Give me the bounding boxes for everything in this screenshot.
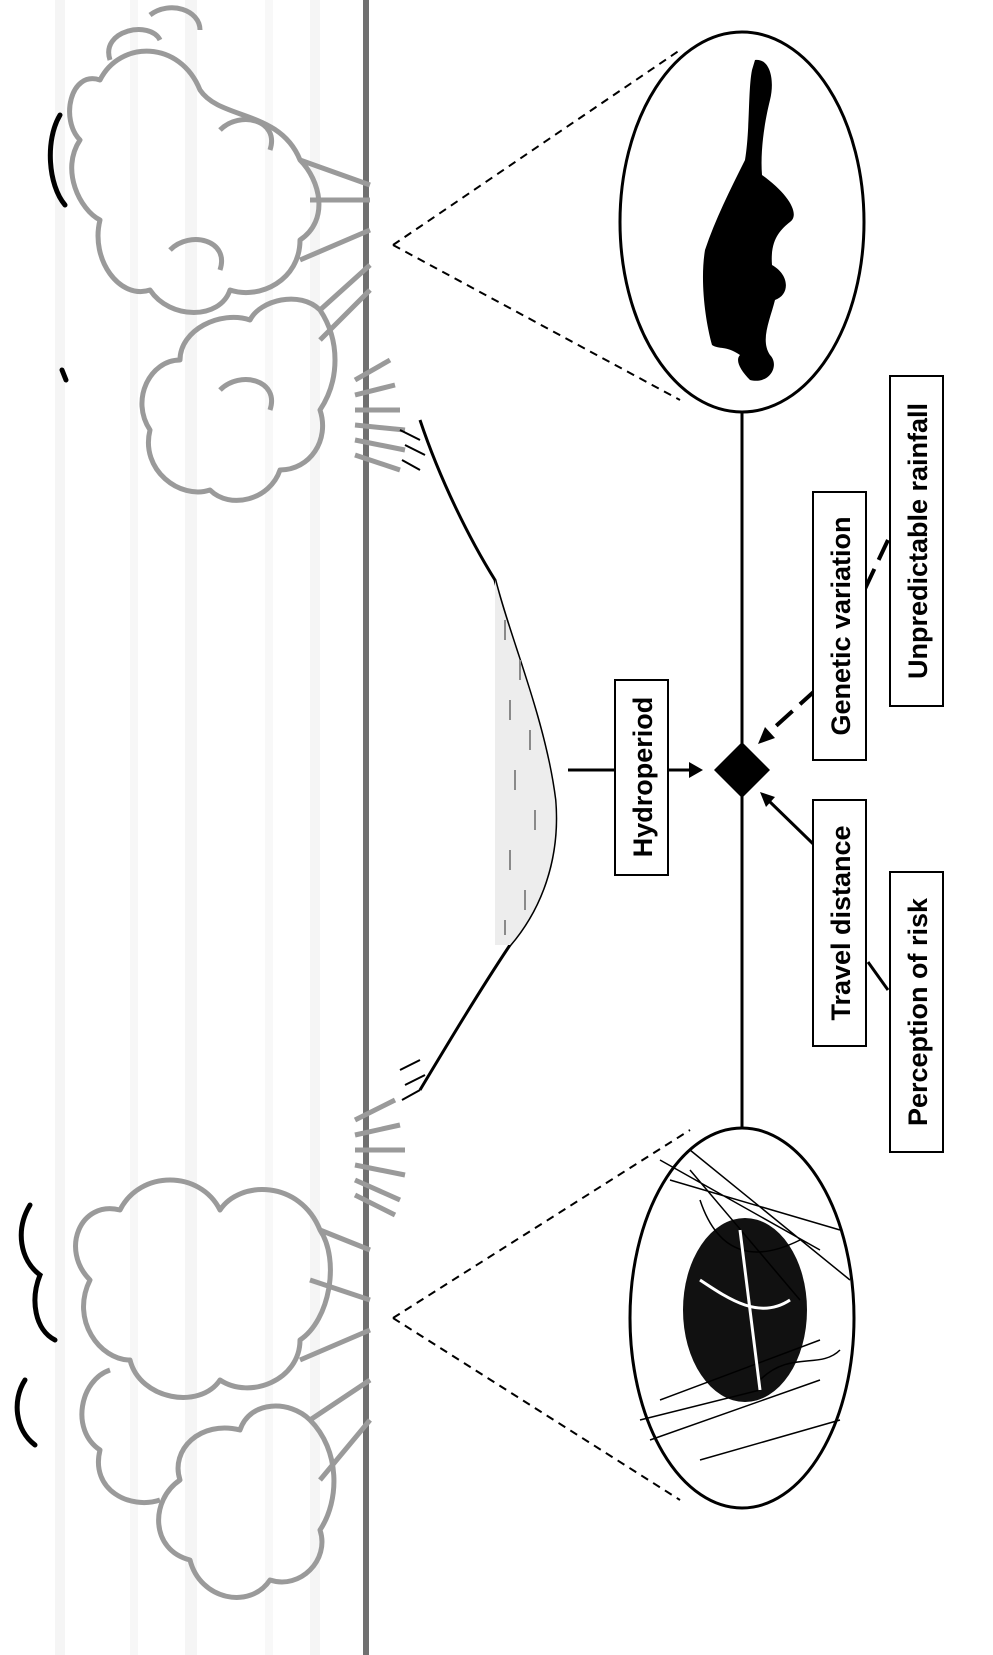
travel-distance-text: Travel distance — [826, 825, 856, 1020]
tree-top — [67, 5, 406, 503]
unpredictable-rainfall-text: Unpredictable rainfall — [903, 403, 933, 679]
projection-lines — [392, 49, 691, 1501]
genetic-variation-text: Genetic variation — [826, 516, 856, 735]
travel-distance-label: Travel distance — [812, 799, 867, 1047]
unpredictable-rainfall-label: Unpredictable rainfall — [889, 375, 944, 707]
junction-diamond — [714, 742, 770, 798]
hydroperiod-label: Hydroperiod — [614, 679, 669, 876]
perception-of-risk-connector — [866, 961, 890, 991]
hydroperiod-text: Hydroperiod — [628, 697, 658, 858]
terrestrial-animal-silhouette-icon — [618, 30, 866, 414]
pond-basin — [399, 419, 558, 1101]
perception-of-risk-label: Perception of risk — [889, 871, 944, 1153]
tree-top-dark-marks — [47, 112, 69, 383]
perception-of-risk-text: Perception of risk — [903, 897, 933, 1126]
sheltered-egg-in-leaf-litter-icon — [628, 1126, 856, 1510]
genetic-variation-label: Genetic variation — [812, 491, 867, 761]
tree-bottom-dark-marks — [14, 1202, 58, 1448]
background-bands — [55, 0, 320, 1655]
tree-bottom — [73, 1097, 406, 1600]
